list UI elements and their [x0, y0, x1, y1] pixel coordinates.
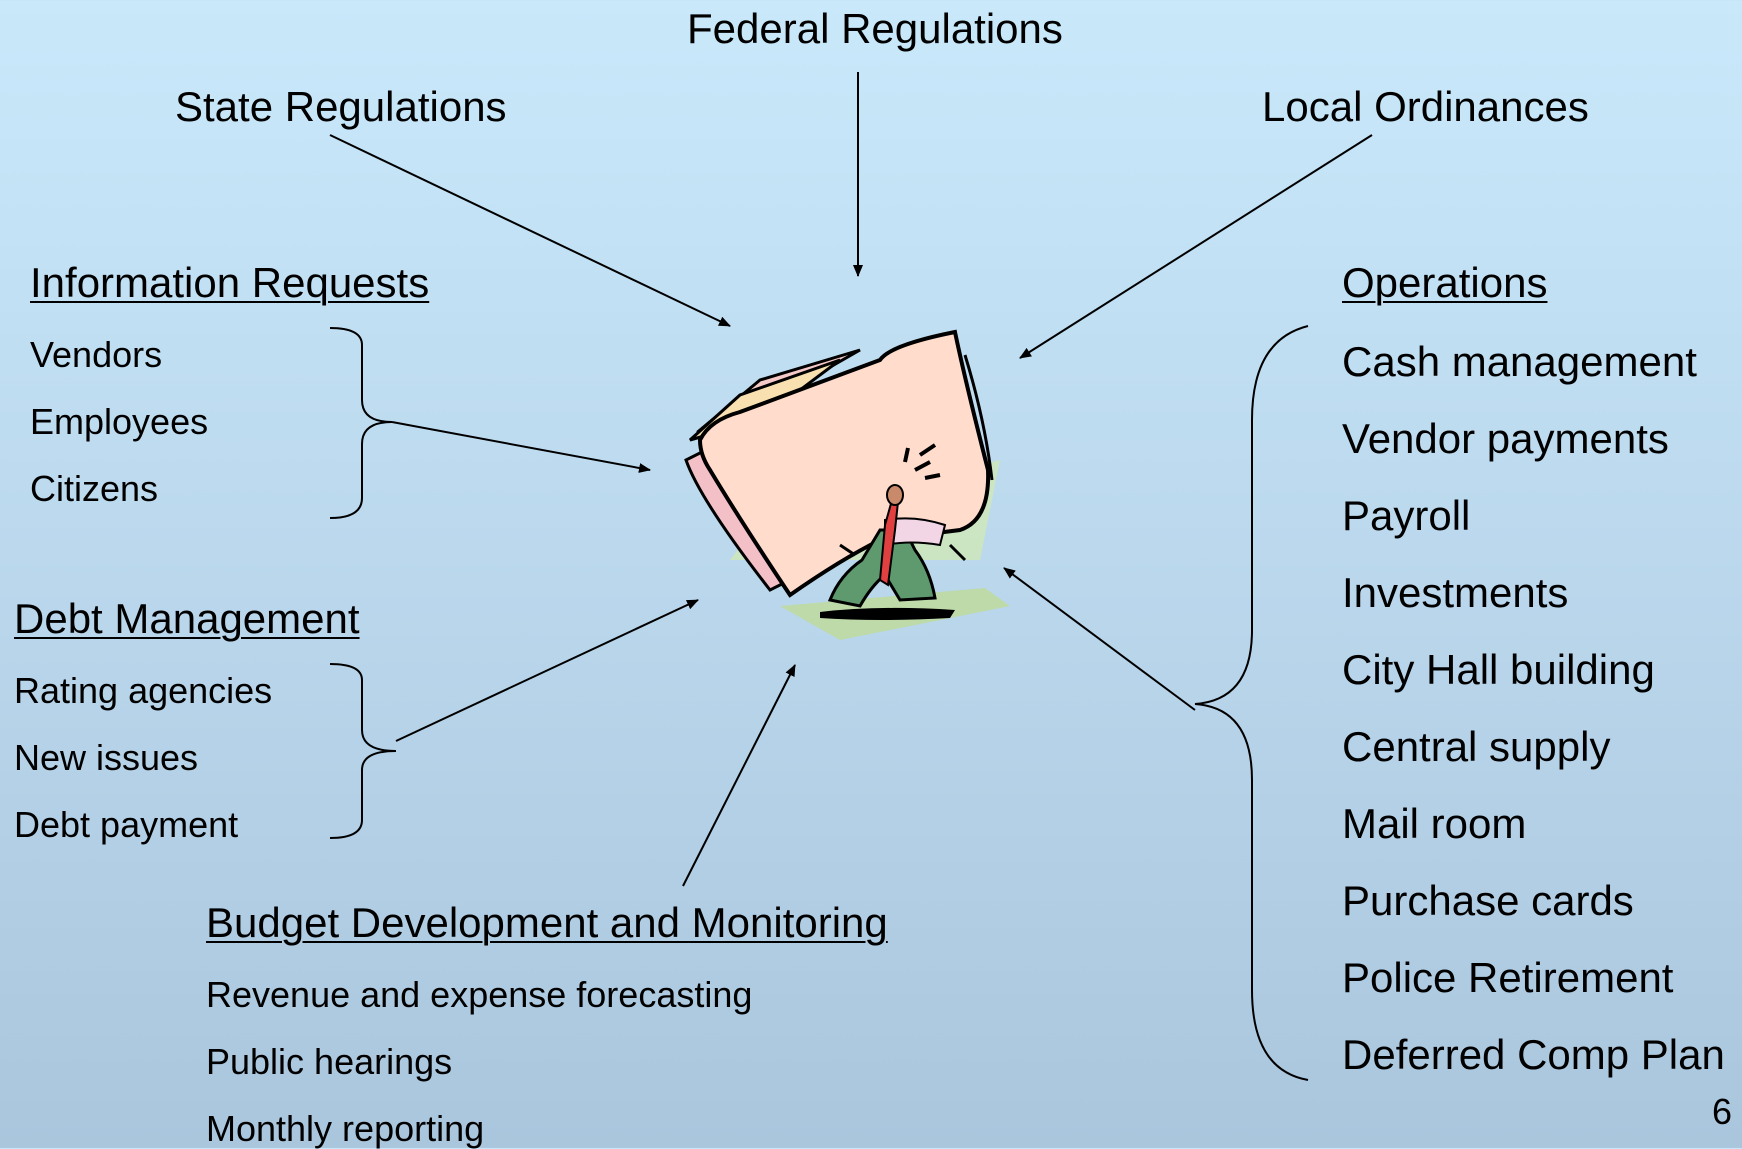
budget-item: Monthly reporting: [206, 1108, 485, 1149]
operations-item: Deferred Comp Plan: [1342, 1031, 1725, 1078]
operations-item: Payroll: [1342, 492, 1471, 539]
operations-item: Central supply: [1342, 723, 1611, 770]
information-requests-item: Employees: [30, 401, 209, 442]
arrow-local: [1019, 134, 1373, 359]
operations-item: Vendor payments: [1342, 415, 1669, 462]
brace-debt-management: [329, 663, 397, 839]
debt-management-heading: Debt Management: [14, 595, 360, 642]
debt-management-item: Rating agencies: [14, 670, 273, 711]
page-number: 6: [1712, 1091, 1733, 1132]
arrow-operations: [1003, 567, 1196, 711]
person-under-papers-icon: [684, 329, 1010, 640]
arrow-budget: [682, 664, 796, 887]
information-requests-heading: Information Requests: [30, 259, 430, 306]
brace-operations: [1194, 325, 1309, 1081]
arrow-debt-management: [395, 599, 699, 742]
operations-item: Investments: [1342, 569, 1569, 616]
arrow-state: [329, 134, 731, 327]
operations-item: Mail room: [1342, 800, 1527, 847]
operations-item: Purchase cards: [1342, 877, 1634, 924]
information-requests-item: Citizens: [30, 468, 159, 509]
budget-item: Public hearings: [206, 1041, 453, 1082]
federal-regulations-label: Federal Regulations: [687, 5, 1063, 52]
information-requests-item: Vendors: [30, 334, 163, 375]
local-ordinances-label: Local Ordinances: [1262, 83, 1589, 130]
operations-item: Police Retirement: [1342, 954, 1674, 1001]
debt-management-item: New issues: [14, 737, 199, 778]
budget-item: Revenue and expense forecasting: [206, 974, 753, 1015]
operations-heading: Operations: [1342, 259, 1548, 306]
budget-heading: Budget Development and Monitoring: [206, 899, 888, 946]
state-regulations-label: State Regulations: [175, 83, 507, 130]
operations-item: City Hall building: [1342, 646, 1655, 693]
operations-item: Cash management: [1342, 338, 1697, 385]
arrow-information-requests: [391, 421, 651, 473]
debt-management-item: Debt payment: [14, 804, 239, 845]
brace-information-requests: [329, 327, 393, 519]
